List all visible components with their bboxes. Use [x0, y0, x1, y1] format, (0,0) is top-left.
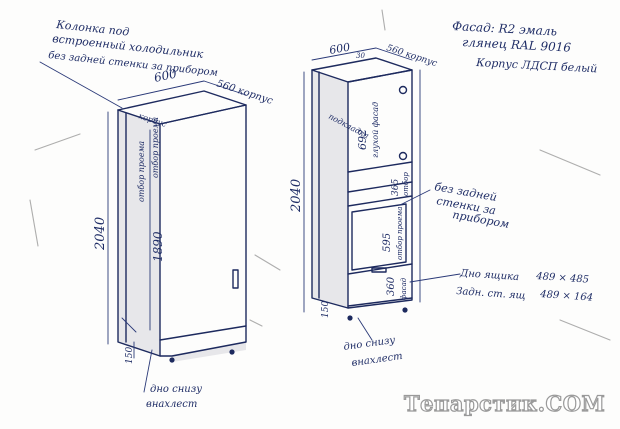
right-width-label: 600 [328, 41, 351, 57]
left-cabinet-top [117, 90, 247, 125]
right-width-dimension-line [311, 47, 377, 61]
pencil-guidelines [29, 9, 611, 341]
left-bottom-note-leader [143, 349, 153, 393]
left-cabinet-front [159, 104, 247, 357]
upper-facade-label: глухой фасад [371, 102, 380, 158]
left-cabinet-plinth-line [159, 325, 247, 341]
oven-niche-opening [351, 203, 407, 271]
left-cabinet [39, 61, 247, 393]
drawer-top [347, 263, 413, 275]
right-plinth-label: 150 [321, 301, 331, 318]
gap-dimension: 365 [391, 179, 401, 196]
left-inner-height-label: 1890 [151, 231, 165, 262]
right-side-width-label: 30 [356, 52, 365, 60]
drawer-back-label: Задн. ст. ящ [456, 286, 526, 302]
upper-facade-bottom [347, 161, 413, 173]
drawer-handle [371, 267, 387, 273]
facade-spec-line1: Фасад: R2 эмаль [452, 19, 558, 38]
left-bottom-note-line2: внахлест [146, 399, 197, 410]
right-depth-label: 560 корпус [385, 43, 438, 69]
left-width-label: 600 [153, 66, 179, 85]
left-plinth-label: 150 [125, 347, 135, 364]
right-bottom-note-line2: внахлест [351, 351, 403, 369]
drawer-label: фасад [400, 277, 408, 300]
left-leader-arrow [121, 317, 137, 333]
left-width-dimension-line [117, 80, 205, 101]
carcass-spec: Корпус ЛДСП белый [475, 56, 598, 75]
watermark: Тепарстик.COM [404, 391, 605, 416]
right-bottom-note-leader [357, 317, 373, 341]
right-cabinet [303, 47, 461, 341]
left-depth-dimension-line [203, 80, 247, 96]
left-cabinet-side-shading [118, 110, 160, 356]
niche-label: отбор проема [396, 207, 404, 260]
right-depth-dimension-line [375, 47, 413, 61]
gap-label: отбор [402, 172, 410, 196]
drawer-bottom-size: 489 × 485 [535, 271, 590, 286]
left-inner-label-a: отбор проема [137, 141, 146, 202]
no-back-leader [399, 189, 431, 206]
upper-facade-hinge [398, 151, 408, 161]
left-bottom-note-line1: дно снизу [150, 384, 202, 395]
right-bottom-note-line1: дно снизу [343, 335, 396, 353]
right-cabinet-side [311, 69, 349, 309]
drawer-bottom-label: Дно ящика [459, 268, 520, 283]
upper-facade-dimension: 692 [356, 129, 369, 150]
drawer-back-size: 489 × 164 [539, 289, 594, 304]
right-cabinet-side-shading [312, 70, 348, 308]
facade-spec-line2: глянец RAL 9016 [462, 35, 572, 55]
left-title-leader [39, 61, 123, 109]
left-cabinet-foot [169, 357, 175, 363]
left-cabinet-side [117, 109, 161, 357]
left-depth-label: 560 корпус [215, 78, 274, 107]
left-cabinet-base-shading [172, 342, 246, 362]
right-height-label: 2040 [289, 179, 304, 213]
upper-facade-hinge [398, 85, 408, 95]
right-cabinet-foot [347, 315, 353, 321]
left-cabinet-foot [229, 349, 235, 355]
oven-niche-top [347, 195, 413, 207]
left-height-label: 2040 [93, 217, 108, 251]
right-cabinet-top [311, 57, 413, 83]
left-cabinet-handle [232, 269, 239, 289]
gap-shelf [347, 181, 413, 193]
drawer-dimension: 360 [386, 276, 397, 296]
left-inner-label-b: отбор проема [151, 117, 160, 178]
drawer-bottom-leader [409, 273, 461, 283]
niche-dimension: 595 [382, 233, 393, 252]
right-cabinet-foot [402, 307, 408, 313]
right-plinth-line [347, 297, 413, 307]
